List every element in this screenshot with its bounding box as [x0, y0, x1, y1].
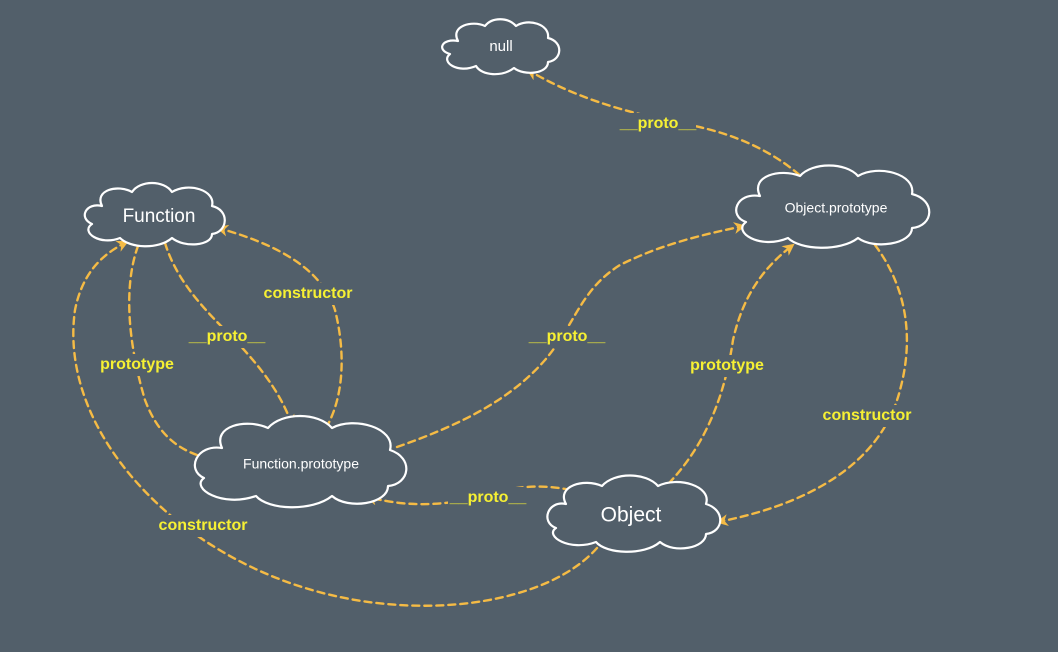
cloud-shape: [83, 181, 226, 248]
node-function-prototype: Function.prototype: [193, 415, 408, 509]
edge-label: constructor: [159, 517, 248, 534]
cloud-shape: [546, 474, 722, 553]
edge-funcproto-constructor: [216, 224, 343, 430]
edge-function-prototype: [128, 244, 220, 465]
edge-object-to-function: [72, 240, 599, 607]
edge-label: __proto__: [449, 489, 528, 506]
cloud-shape: [735, 164, 931, 249]
edge-label: __proto__: [188, 328, 267, 345]
edge-objproto-constructor: [716, 243, 909, 526]
node-function: Function: [83, 181, 226, 248]
edge-label: prototype: [690, 357, 764, 374]
node-label: Object.prototype: [785, 200, 888, 216]
cloud-shape: [441, 18, 561, 76]
node-label: null: [489, 38, 512, 55]
node-label: Object: [601, 504, 662, 527]
node-object: Object: [546, 474, 722, 553]
edge-label: constructor: [823, 407, 912, 424]
node-null: null: [441, 18, 561, 76]
edge-label: __proto__: [528, 328, 607, 345]
node-label: Function.prototype: [243, 456, 359, 472]
cloud-shape: [193, 415, 408, 509]
edge-label: prototype: [100, 356, 174, 373]
edge-label: __proto__: [619, 115, 698, 132]
edge-labels: __proto__ __proto__ prototype constructo…: [95, 113, 917, 537]
edge-label: constructor: [264, 285, 353, 302]
edge-object-prototype: [658, 243, 795, 494]
edge-function-proto: [163, 241, 295, 427]
node-object-prototype: Object.prototype: [735, 164, 931, 249]
edge-funcproto-to-objproto: [395, 222, 746, 449]
node-label: Function: [123, 206, 196, 227]
